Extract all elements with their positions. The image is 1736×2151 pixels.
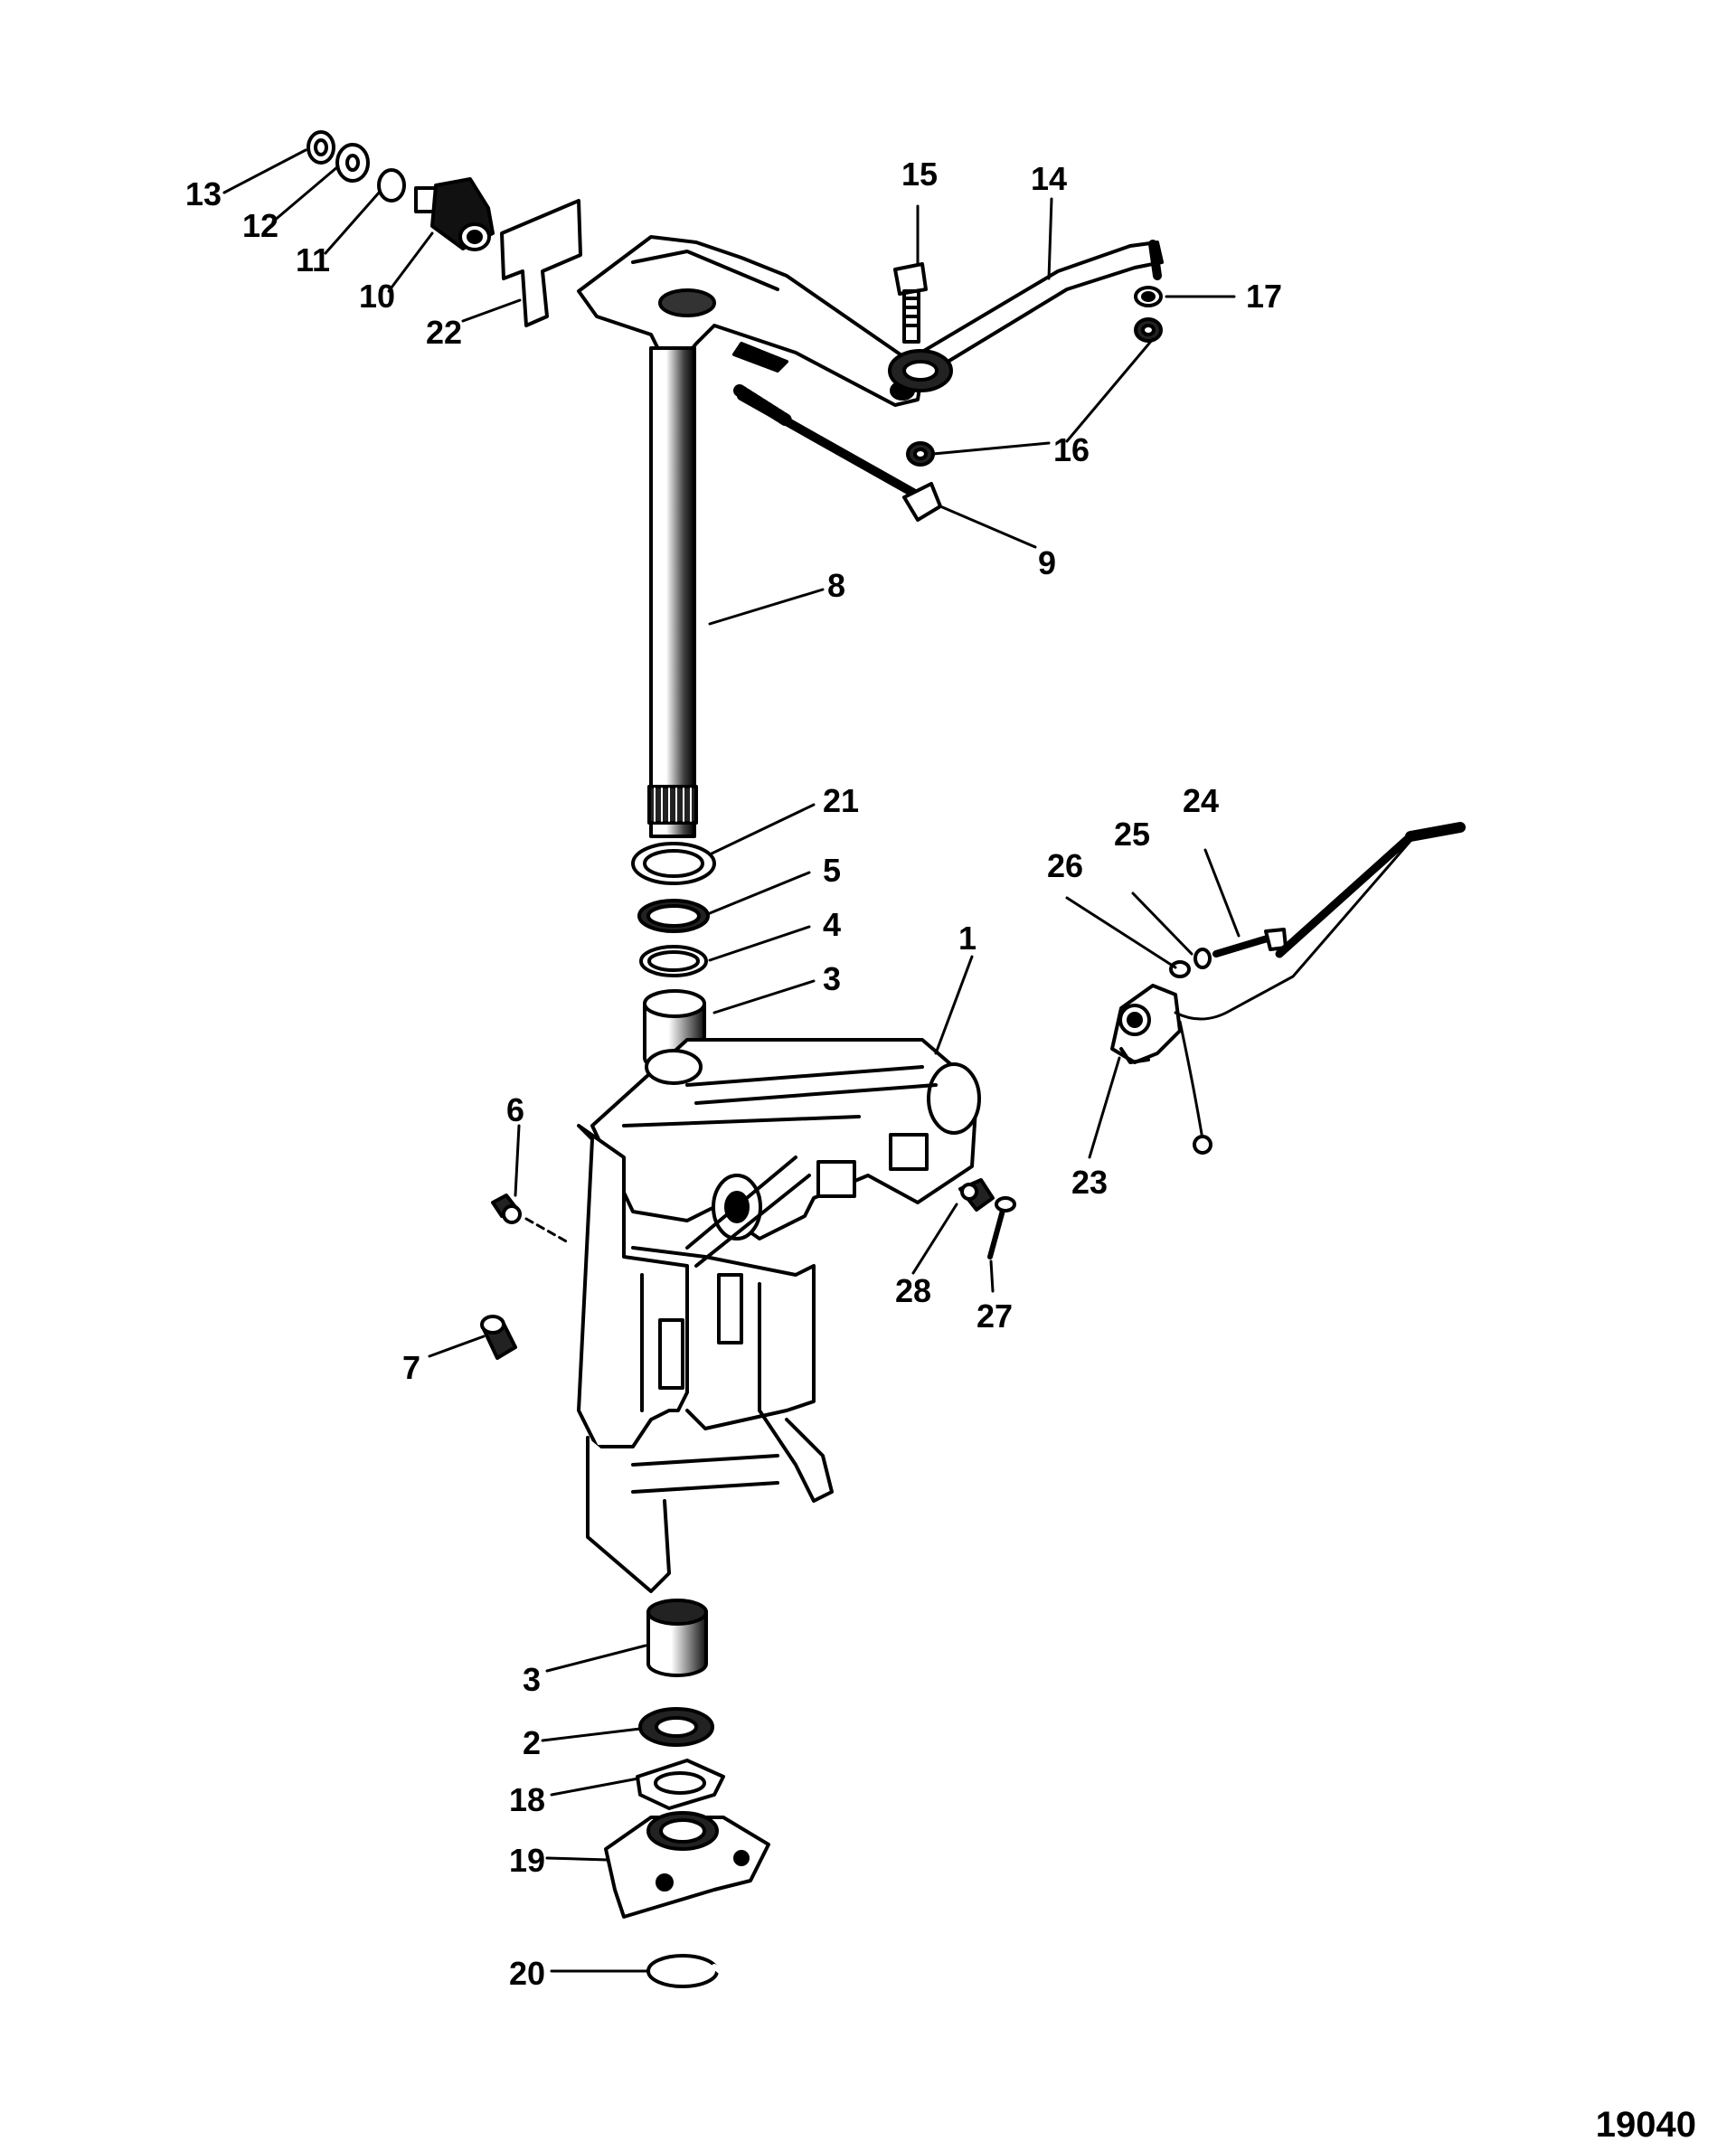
part-12-washer [335, 143, 370, 183]
part-3-bushing-lower [646, 1599, 708, 1677]
part-17-washer [1134, 286, 1163, 307]
leader-lines [222, 148, 1241, 1973]
callout-25: 25 [1114, 816, 1150, 853]
callout-18: 18 [509, 1781, 545, 1818]
part-27-screw [987, 1196, 1016, 1259]
part-2-seal [638, 1707, 714, 1747]
callout-6: 6 [506, 1091, 524, 1128]
callout-19: 19 [509, 1842, 545, 1879]
part-19-steering-yoke [604, 1811, 770, 1919]
callout-24: 24 [1183, 782, 1219, 819]
part-18-washer [636, 1759, 725, 1810]
callout-1: 1 [958, 920, 976, 957]
part-15-bolt [893, 262, 928, 344]
part-28-fitting [958, 1178, 995, 1212]
part-22-bracket [500, 199, 582, 327]
part-6-grease-fitting [491, 1193, 522, 1224]
part-14-tie-bar [888, 240, 1164, 392]
part-26-washer [1169, 960, 1191, 978]
part-23-trim-sender [1110, 822, 1466, 1155]
figure-number: 19040 [1595, 2105, 1696, 2145]
callout-2: 2 [523, 1724, 541, 1761]
part-7-bushing [480, 1315, 517, 1360]
callout-16: 16 [1053, 431, 1090, 468]
callout-12: 12 [242, 207, 278, 244]
callout-20: 20 [509, 1955, 545, 1992]
part-4-ring [639, 945, 708, 977]
part-25-lockwasher [1194, 948, 1212, 969]
callout-7: 7 [402, 1349, 420, 1386]
callout-labels: 13 12 11 10 22 15 14 17 16 9 8 21 5 4 3 … [185, 156, 1282, 1992]
part-8-steering-arm [577, 235, 924, 838]
part-16-nut-lower [906, 441, 935, 467]
callout-17: 17 [1246, 278, 1282, 315]
callout-13: 13 [185, 175, 222, 212]
part-1-swivel-bracket [577, 1038, 981, 1593]
part-24-screw [1212, 928, 1288, 958]
part-11-washer [377, 168, 406, 203]
part-20-snap-ring [646, 1954, 722, 1988]
callout-4: 4 [823, 906, 841, 943]
callout-8: 8 [827, 567, 845, 604]
callout-21: 21 [823, 782, 859, 819]
callout-9: 9 [1038, 544, 1056, 581]
callout-11: 11 [296, 241, 330, 278]
part-21-washer [631, 842, 716, 885]
callout-22: 22 [426, 314, 462, 351]
callout-28: 28 [895, 1272, 931, 1309]
part-10-mount [414, 177, 495, 251]
part-16-nut-upper [1134, 317, 1163, 343]
callout-26: 26 [1047, 847, 1083, 884]
callout-5: 5 [823, 852, 841, 889]
callout-23: 23 [1071, 1164, 1108, 1201]
callout-3-upper: 3 [823, 960, 841, 997]
part-13-nut [307, 130, 335, 165]
callout-10: 10 [359, 278, 395, 315]
callout-3-lower: 3 [523, 1661, 541, 1698]
part-5-seal [637, 899, 710, 933]
callout-15: 15 [901, 156, 938, 193]
callout-27: 27 [976, 1297, 1013, 1335]
callout-14: 14 [1031, 160, 1067, 197]
